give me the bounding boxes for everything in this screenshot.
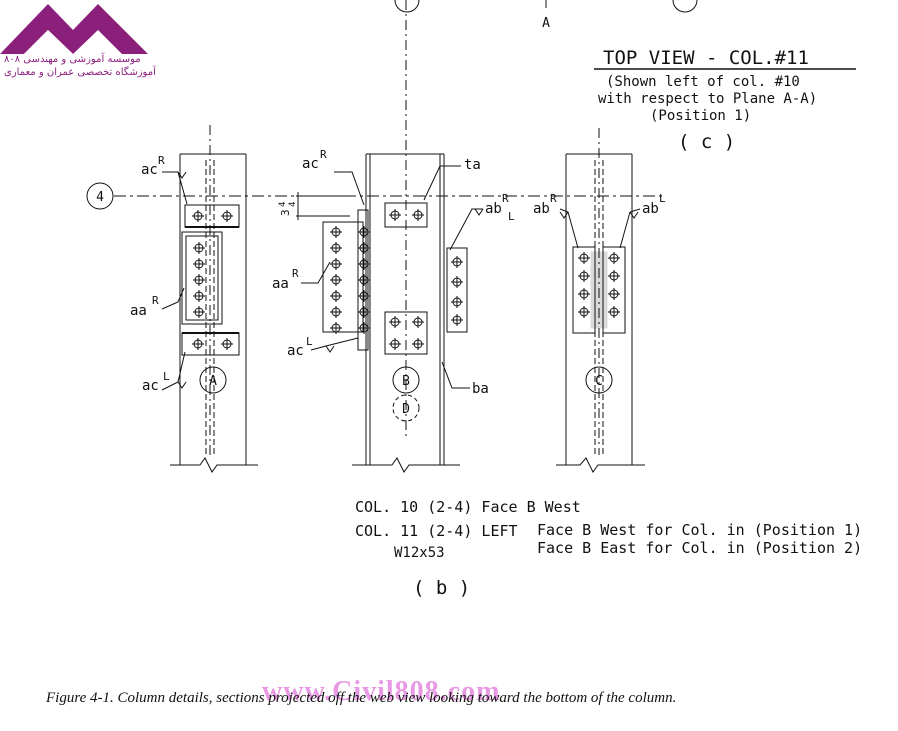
marker-c <box>585 366 613 394</box>
column-left <box>170 125 258 473</box>
label-abl-right: ab <box>642 201 659 217</box>
label-acl-mid: ac <box>287 343 304 359</box>
label-acr-left-sup: R <box>158 154 165 167</box>
label-aar-mid-sup: R <box>292 267 299 280</box>
figure-caption: Figure 4-1. Column details, sections pro… <box>46 690 677 706</box>
logo: موسسه آموزشی و مهندسی ۸۰۸ آموزشگاه تخصصی… <box>0 0 156 90</box>
top-view-note-1: (Shown left of col. #10 <box>606 74 800 90</box>
logo-line-2: آموزشگاه تخصصی عمران و معماری <box>4 67 156 78</box>
label-acr-mid: ac <box>302 156 319 172</box>
logo-mark-icon <box>0 4 148 54</box>
marker-label-d: D <box>402 402 410 417</box>
note-col10: COL. 10 (2-4) Face B West <box>355 498 581 516</box>
note-face-east: Face B East for Col. in (Position 2) <box>537 539 862 557</box>
label-abr-right: ab <box>533 201 550 217</box>
label-abrl-sup: R <box>502 192 509 205</box>
partial-bubble-right <box>672 0 698 13</box>
label-abrl-sub: L <box>508 210 515 223</box>
label-acl-mid-sup: L <box>306 335 313 348</box>
marker-label-c: C <box>595 374 603 389</box>
svg-text:4: 4 <box>278 202 288 207</box>
label-aar-left: aa <box>130 303 147 319</box>
label-acr-left: ac <box>141 162 158 178</box>
dimension-label: 3 4 4 <box>278 202 298 216</box>
notes-tag: ( b ) <box>413 577 470 599</box>
svg-text:4: 4 <box>288 202 298 207</box>
column-right <box>556 128 645 473</box>
marker-b <box>392 366 420 394</box>
label-ta: ta <box>464 157 481 173</box>
note-face-west: Face B West for Col. in (Position 1) <box>537 521 862 539</box>
label-abr-right-sup: R <box>550 192 557 205</box>
label-aar-left-sup: R <box>152 294 159 307</box>
grid-bubble-4 <box>86 182 114 210</box>
marker-label-a: A <box>209 374 217 389</box>
label-acr-mid-sup: R <box>320 148 327 161</box>
leader-lines <box>161 165 641 391</box>
marker-d <box>392 394 420 422</box>
top-view-note-3: (Position 1) <box>650 108 751 124</box>
grid-label-4: 4 <box>96 190 104 205</box>
label-abl-right-sup: L <box>659 192 666 205</box>
top-view-tag: ( c ) <box>678 131 735 153</box>
label-acl-left: ac <box>142 378 159 394</box>
note-col11: COL. 11 (2-4) LEFT <box>355 522 518 540</box>
partial-bubble-left <box>394 0 420 13</box>
marker-label-b: B <box>402 374 410 389</box>
top-view-note-2: with respect to Plane A-A) <box>598 91 817 107</box>
logo-line-1: موسسه آموزشی و مهندسی ۸۰۸ <box>4 54 141 65</box>
bolt-group <box>192 209 620 350</box>
label-abrl: ab <box>485 201 502 217</box>
section-marker-a: A <box>542 16 550 31</box>
top-view-title: TOP VIEW - COL.#11 <box>603 47 809 69</box>
note-section: W12x53 <box>394 545 445 561</box>
label-ba: ba <box>472 381 489 397</box>
watermark: www.Civil808.com <box>262 676 501 707</box>
svg-text:3: 3 <box>279 209 292 216</box>
marker-a <box>199 366 227 394</box>
column-middle <box>296 0 468 473</box>
column-detail-drawing: A 4 A B D C ac R aa R ac L ac R ta ab R … <box>86 0 862 599</box>
label-acl-left-sup: L <box>163 370 170 383</box>
label-aar-mid: aa <box>272 276 289 292</box>
